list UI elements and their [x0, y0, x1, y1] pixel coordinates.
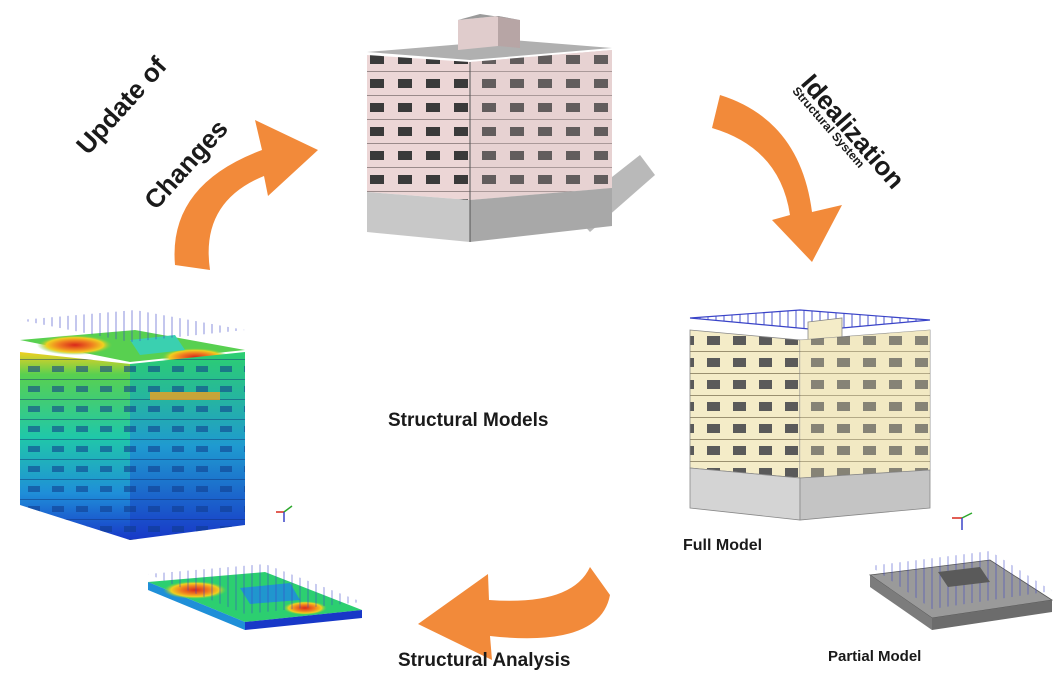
- partial-model-illustration: [868, 551, 1054, 630]
- analysis-slab-illustration: [148, 564, 362, 630]
- analysis-arrow: [418, 567, 610, 660]
- building-model-illustration: [367, 14, 655, 242]
- analysis-model-illustration: [20, 310, 293, 540]
- idealization-arrow: [712, 95, 842, 262]
- structural-models-label: Structural Models: [388, 410, 549, 431]
- partial-model-label: Partial Model: [828, 648, 922, 665]
- roof-stair-tower: [458, 16, 498, 50]
- building-roof: [367, 40, 612, 60]
- analysis-axis-triad: [276, 505, 293, 522]
- building-ground-floor: [367, 192, 470, 242]
- structural-analysis-label: Structural Analysis: [398, 650, 571, 671]
- full-model-label: Full Model: [683, 537, 763, 554]
- model-front-facade: [689, 329, 801, 479]
- roof-hotspot-left: [37, 335, 113, 355]
- axis-triad: [952, 512, 973, 530]
- update-arrow: [174, 120, 318, 270]
- full-model-illustration: [689, 309, 973, 530]
- building-front-facade: [367, 55, 470, 200]
